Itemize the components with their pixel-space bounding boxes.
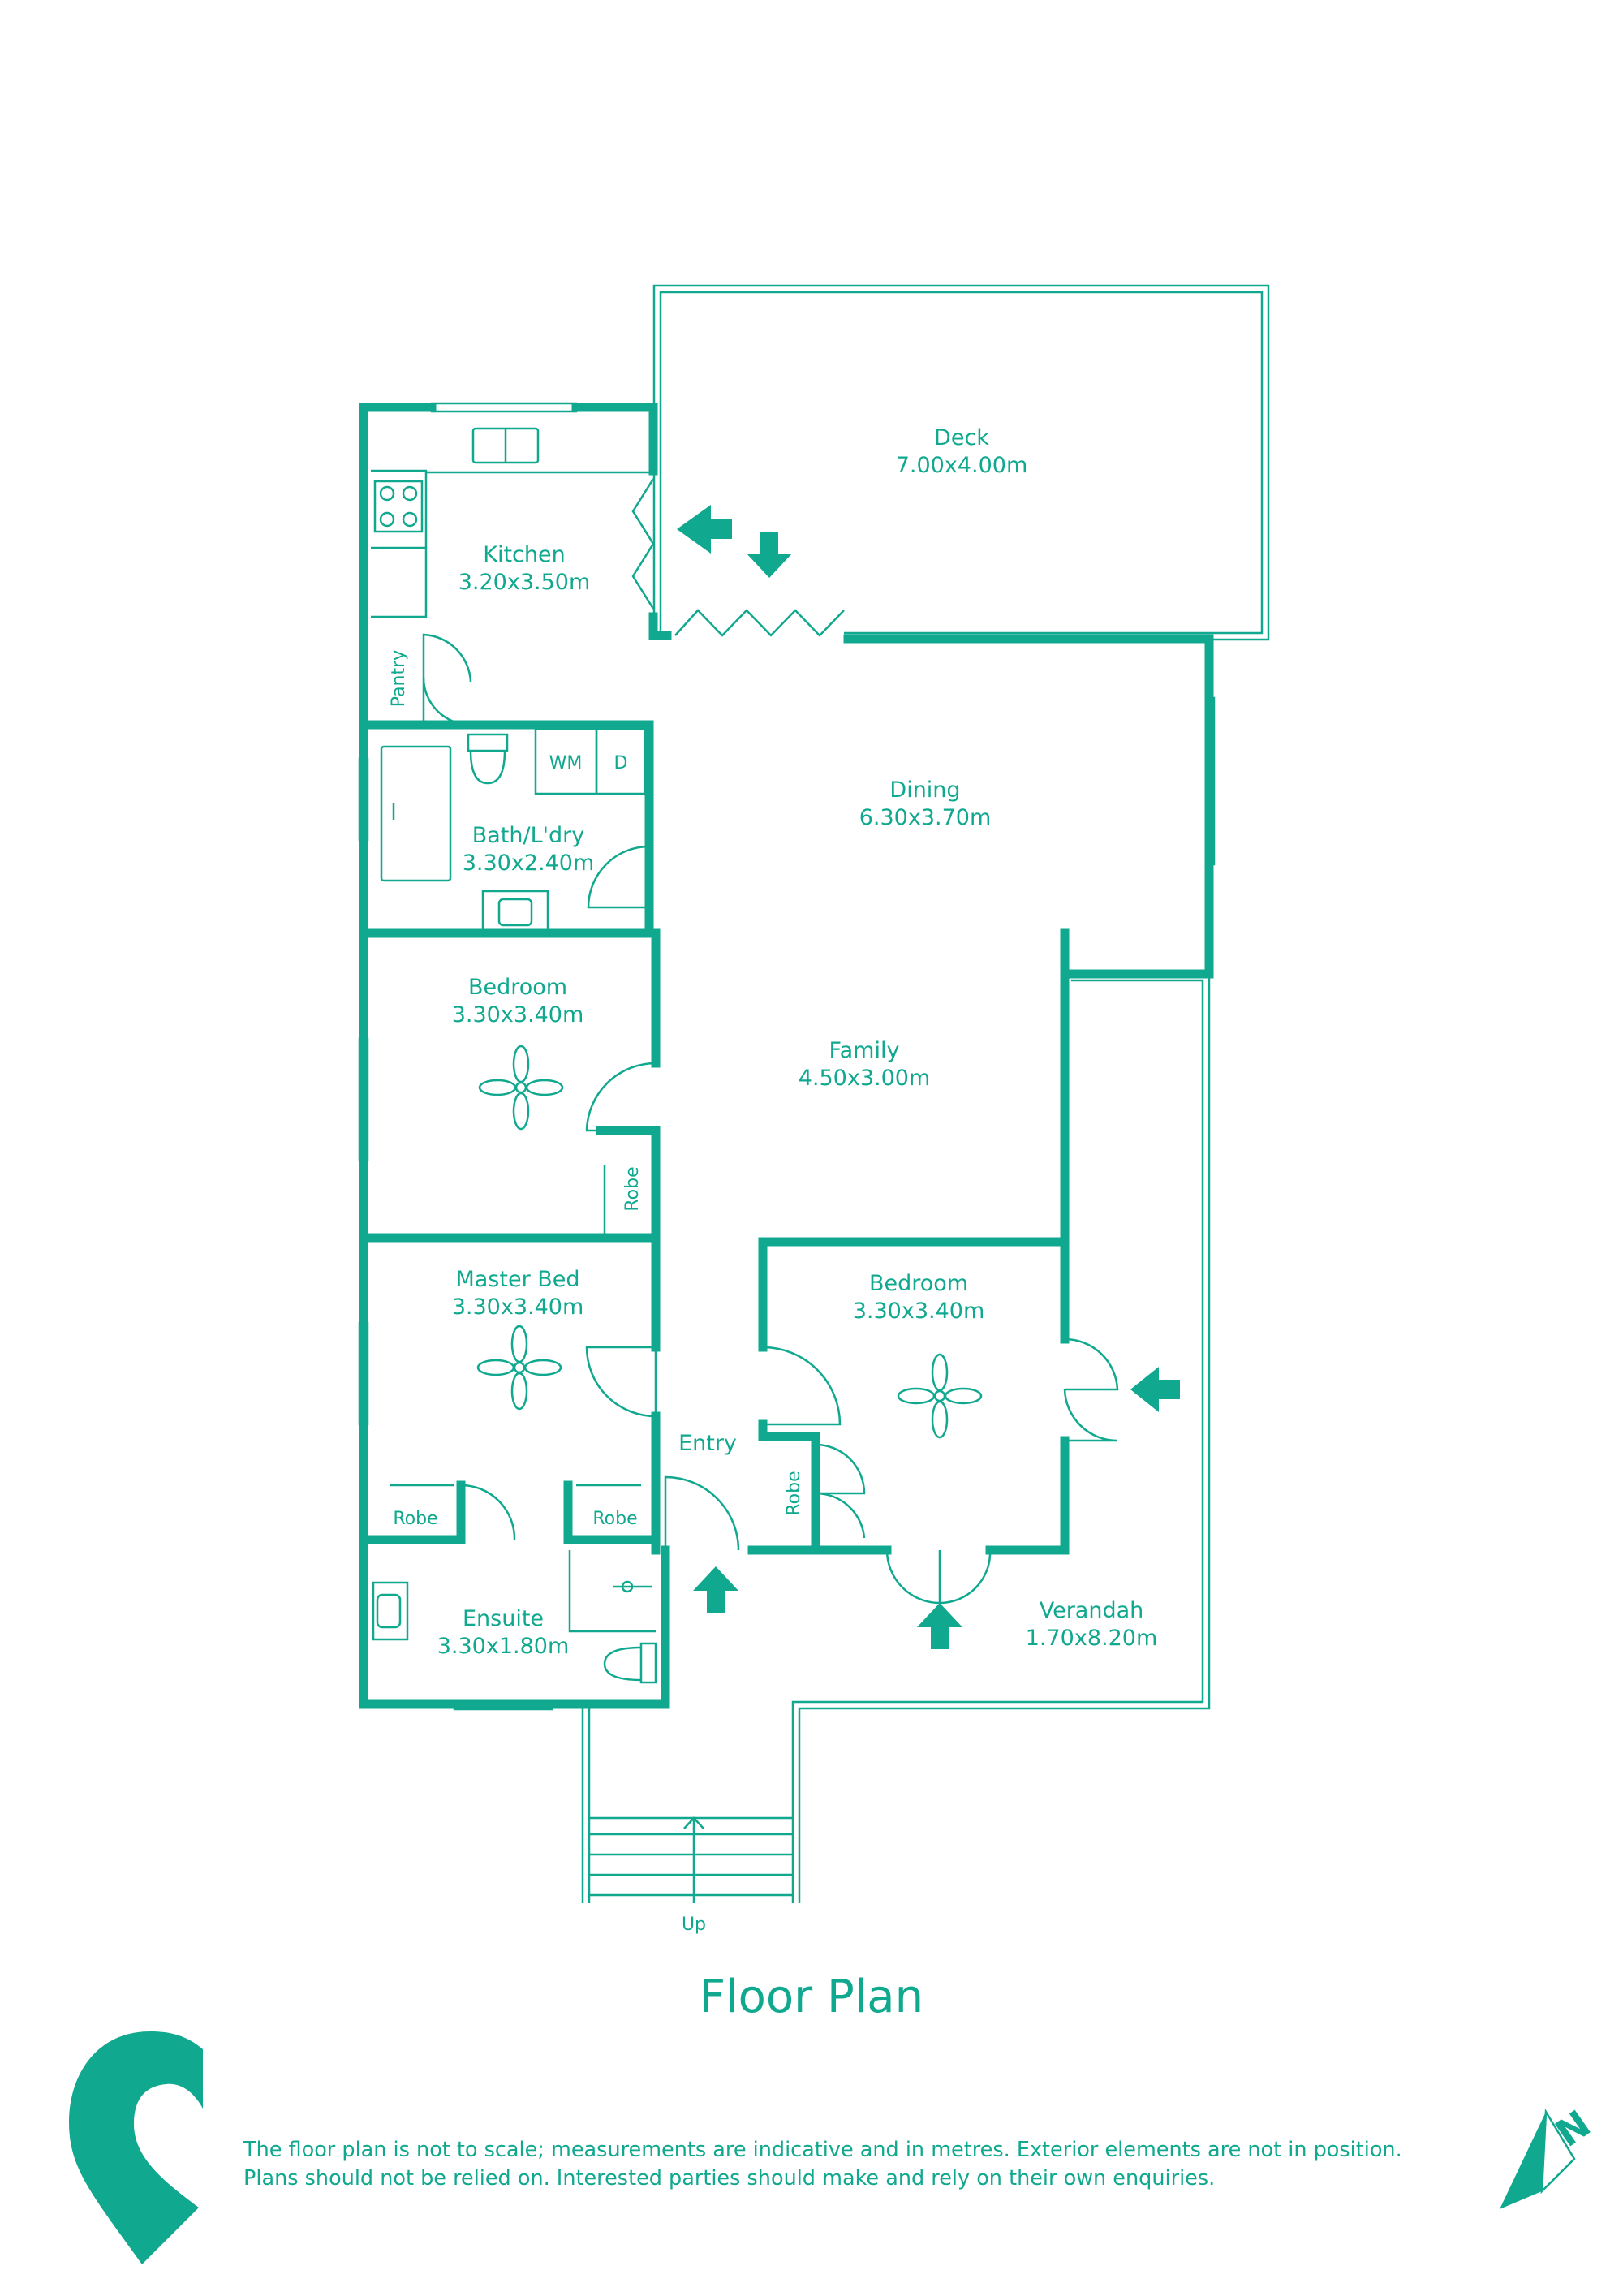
room-size-dining: 6.30x3.70m: [859, 805, 992, 830]
disclaimer-line-2: Plans should not be relied on. Intereste…: [243, 2166, 1216, 2190]
arrow-icon: [917, 1603, 962, 1649]
room-name-bath-laundry: Bath/L'dry: [472, 823, 585, 848]
disclaimer-text: The floor plan is not to scale; measurem…: [243, 2136, 1461, 2193]
dryer-label: D: [614, 753, 628, 773]
entry-label: Entry: [678, 1431, 737, 1456]
verandah-outline: [581, 972, 1211, 1903]
robe-label-bedroom-2: Robe: [784, 1471, 804, 1515]
room-size-deck: 7.00x4.00m: [896, 453, 1028, 478]
ceiling-fan-icon: [478, 1045, 564, 1131]
north-compass-icon: N: [1500, 2101, 1599, 2209]
arrow-icon: [747, 532, 792, 578]
room-size-family: 4.50x3.00m: [799, 1066, 931, 1091]
robe-label-bedroom-1: Robe: [622, 1166, 643, 1211]
fixtures: [371, 427, 657, 1684]
room-size-master-bed: 3.30x3.40m: [452, 1294, 584, 1320]
room-name-bedroom-1: Bedroom: [468, 975, 567, 1000]
ceiling-fan-icon: [476, 1325, 562, 1411]
room-size-verandah: 1.70x8.20m: [1026, 1626, 1158, 1651]
room-name-family: Family: [829, 1038, 900, 1063]
arrow-icon: [1130, 1367, 1180, 1412]
room-size-bedroom-2: 3.30x3.40m: [853, 1299, 985, 1324]
robe-label-master-left: Robe: [393, 1509, 437, 1529]
washing-machine-label: WM: [549, 753, 583, 773]
room-name-dining: Dining: [889, 778, 960, 803]
arrow-icon: [693, 1566, 738, 1613]
room-name-master-bed: Master Bed: [455, 1267, 579, 1292]
doors-windows: [358, 402, 1216, 1711]
robe-label-master-right: Robe: [592, 1509, 637, 1529]
room-name-verandah: Verandah: [1040, 1598, 1144, 1623]
room-name-bedroom-2: Bedroom: [869, 1271, 968, 1296]
room-size-bedroom-1: 3.30x3.40m: [452, 1002, 584, 1027]
disclaimer-line-1: The floor plan is not to scale; measurem…: [243, 2138, 1402, 2162]
room-name-deck: Deck: [934, 425, 989, 450]
room-size-kitchen: 3.20x3.50m: [458, 570, 591, 595]
pantry-label: Pantry: [389, 650, 409, 707]
room-name-kitchen: Kitchen: [483, 542, 565, 567]
ceiling-fan-icon: [897, 1353, 983, 1439]
brand-logo-icon: [69, 2031, 203, 2264]
arrow-icon: [677, 505, 732, 554]
entry-stairs: [589, 1816, 793, 1903]
stairs-up-label: Up: [682, 1915, 706, 1935]
room-name-ensuite: Ensuite: [463, 1606, 544, 1631]
room-size-ensuite: 3.30x1.80m: [437, 1634, 570, 1659]
page-title: Floor Plan: [699, 1971, 924, 2023]
room-size-bath-laundry: 3.30x2.40m: [463, 851, 595, 876]
